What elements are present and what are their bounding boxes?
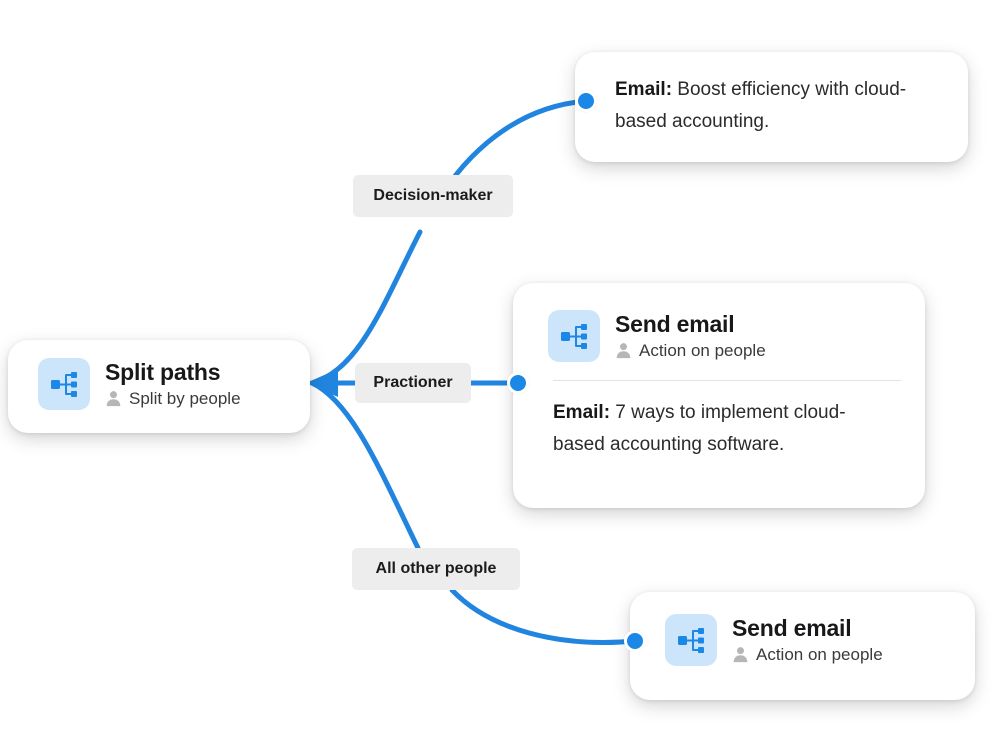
edge-arrowhead-icon (306, 369, 338, 397)
send-email-card-all-other-people[interactable]: Send email Action on people (630, 592, 975, 700)
split-paths-subtitle: Split by people (129, 389, 241, 408)
email-card-top-body: Email: Boost efficiency with cloud-based… (575, 52, 968, 138)
split-paths-node-text: Split paths Split by people (105, 359, 241, 409)
branch-label-practioner[interactable]: Practioner (355, 363, 471, 403)
send-email-subtitle-row-mid: Action on people (615, 340, 766, 361)
edge-all-other-people-tail (449, 587, 638, 645)
branch-label-decision-maker[interactable]: Decision-maker (353, 175, 513, 217)
send-email-card-mid-header: Send email Action on people (513, 283, 925, 362)
send-email-icon (548, 310, 600, 362)
send-email-card-practioner[interactable]: Send email Action on people Email: 7 way… (513, 283, 925, 508)
send-email-subtitle-bot: Action on people (756, 645, 883, 664)
person-icon (106, 391, 121, 407)
person-icon (616, 343, 631, 359)
card-divider (553, 380, 901, 381)
email-text-mid: 7 ways to implement cloud-based accounti… (553, 402, 846, 455)
split-paths-node-header: Split paths Split by people (8, 340, 310, 410)
email-label-mid: Email: (553, 402, 611, 423)
email-label-top: Email: (615, 79, 673, 100)
split-paths-node[interactable]: Split paths Split by people (8, 340, 310, 433)
connector-port-top[interactable] (575, 90, 597, 112)
send-email-card-mid-text: Send email Action on people (615, 311, 766, 361)
edge-all-other-people (309, 380, 421, 551)
send-email-title-mid: Send email (615, 311, 735, 337)
send-email-icon (665, 614, 717, 666)
email-text-top: Boost efficiency with cloud-based accoun… (615, 79, 907, 132)
connector-port-bottom[interactable] (624, 630, 646, 652)
send-email-subtitle-row-bot: Action on people (732, 644, 883, 665)
send-email-card-bot-header: Send email Action on people (630, 592, 975, 666)
branch-label-all-other-people[interactable]: All other people (352, 548, 520, 590)
send-email-title-bot: Send email (732, 615, 852, 641)
split-paths-title: Split paths (105, 359, 221, 385)
split-paths-subtitle-row: Split by people (105, 388, 241, 409)
send-email-card-bot-text: Send email Action on people (732, 615, 883, 665)
person-icon (733, 647, 748, 663)
connector-port-middle[interactable] (507, 372, 529, 394)
send-email-subtitle-mid: Action on people (639, 341, 766, 360)
split-paths-icon (38, 358, 90, 410)
email-card-mid-body: Email: 7 ways to implement cloud-based a… (513, 381, 925, 461)
edge-decision-maker (309, 229, 423, 386)
email-card-decision-maker[interactable]: Email: Boost efficiency with cloud-based… (575, 52, 968, 162)
